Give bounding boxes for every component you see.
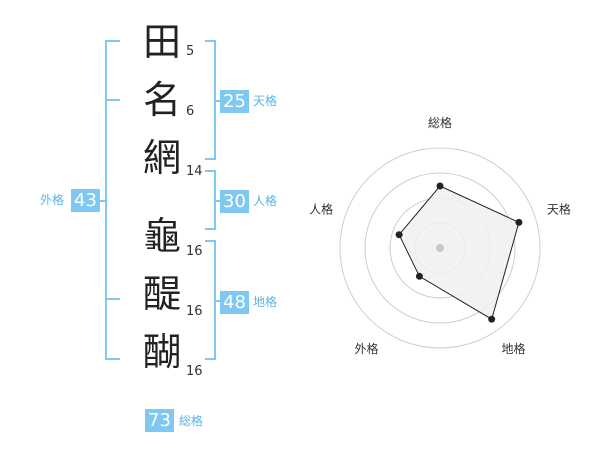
stroke-count-5: 16	[186, 304, 203, 319]
name-char-5: 醍	[142, 272, 181, 316]
gaikaku-badge: 43	[71, 189, 100, 212]
radar-area	[398, 185, 520, 320]
name-char-1: 田	[142, 20, 181, 64]
radar-point-5	[395, 231, 403, 239]
radar-point-1	[436, 182, 444, 190]
gaikaku-label: 外格	[40, 193, 65, 207]
radar-axis-label: 総格	[428, 115, 452, 130]
chikaku-label: 地格	[253, 295, 278, 309]
soukaku-badge: 73	[145, 409, 174, 432]
stroke-count-2: 6	[186, 104, 195, 119]
name-char-6: 醐	[142, 330, 181, 374]
stroke-count-4: 16	[186, 244, 203, 259]
stroke-count-3: 14	[186, 164, 203, 179]
stroke-count-1: 5	[186, 44, 195, 59]
jinkaku-label: 人格	[253, 194, 278, 208]
radar-ring	[339, 147, 541, 349]
name-char-4: 龜	[142, 214, 181, 258]
name-char-2: 名	[142, 78, 181, 122]
radar-axis-label: 天格	[547, 201, 571, 216]
name-analysis-panel: 田 名 網 龜 醍 醐 5 6 14 16 16 16 外格 43 25 天格 …	[40, 20, 278, 432]
radar-point-4	[415, 272, 423, 280]
radar-chart: 総格天格地格 外格 人格	[300, 90, 600, 380]
radar-center-dot	[436, 244, 444, 252]
tenkaku-label: 天格	[253, 94, 278, 108]
stroke-count-6: 16	[186, 364, 203, 379]
radar-axis-label: 人格	[309, 201, 333, 216]
radar-axis-label: 地格	[501, 341, 525, 356]
jinkaku-badge: 30	[220, 190, 249, 213]
soukaku-label: 総格	[179, 414, 204, 428]
radar-points	[395, 182, 523, 323]
radar-point-2	[515, 218, 523, 226]
chikaku-badge: 48	[220, 291, 249, 314]
name-char-3: 網	[142, 136, 181, 180]
radar-ring	[364, 172, 516, 324]
radar-axis-label: 外格	[354, 341, 378, 356]
radar-point-3	[488, 315, 496, 323]
tenkaku-badge: 25	[220, 90, 249, 113]
